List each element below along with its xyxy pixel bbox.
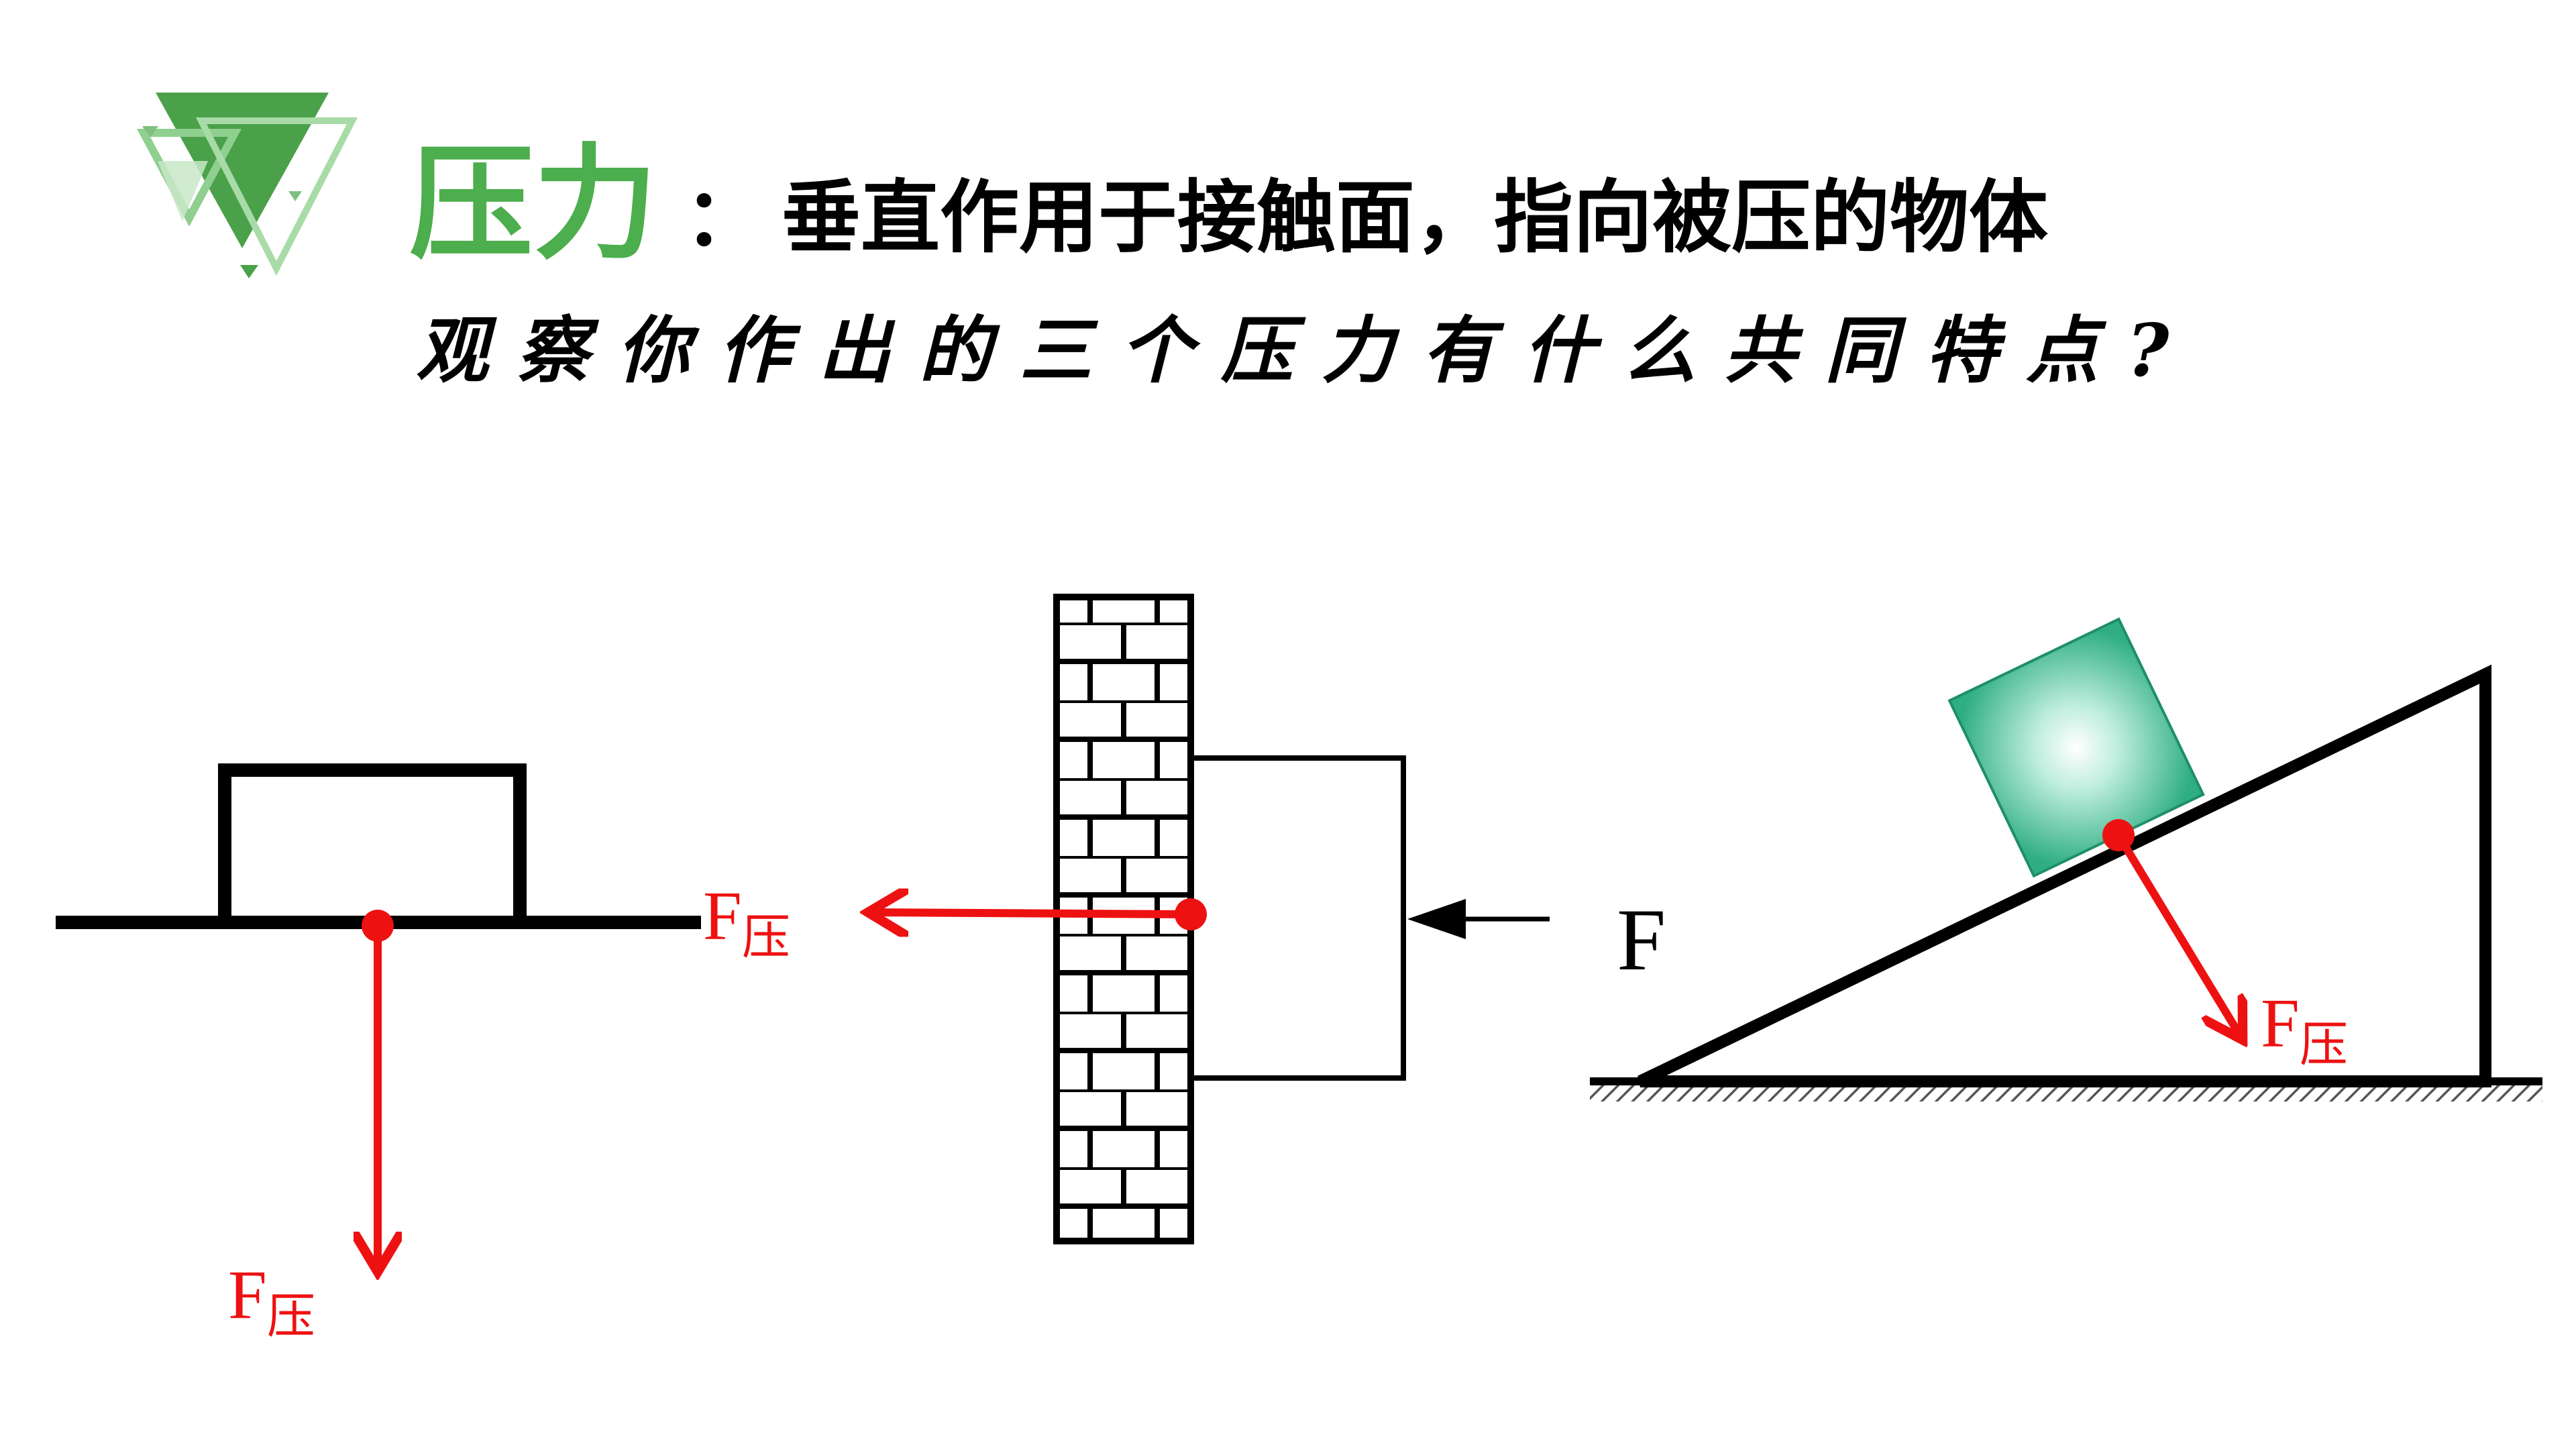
incline-force-symbol: F: [2261, 985, 2300, 1062]
incline-pressure-arrow: [2114, 833, 2241, 1036]
incline-wedge: [1638, 664, 2491, 1087]
title-definition: 垂直作用于接触面，指向被压的物体: [782, 171, 2048, 264]
wall-contact-point: [1175, 898, 1207, 930]
floor-contact-point: [362, 910, 394, 942]
wall-force-symbol: F: [703, 877, 742, 955]
floor-block: [218, 763, 527, 929]
incline-diagram: F压: [1590, 617, 2542, 1102]
wall-pressure-arrow: [872, 912, 1191, 914]
title-term: 压力: [409, 131, 657, 276]
wall-force-label: F压: [703, 877, 790, 965]
incline-contact-point: [2102, 819, 2135, 851]
wall-force-subscript: 压: [742, 909, 790, 965]
question-text: 观察你作出的三个压力有什么共同特点?: [416, 309, 2197, 393]
incline-force-subscript: 压: [2300, 1016, 2348, 1073]
floor-force-subscript: 压: [267, 1288, 315, 1344]
brick-wall: [1053, 594, 1194, 1244]
floor-diagram: F压: [56, 763, 701, 1344]
floor-force-symbol: F: [228, 1256, 267, 1334]
title-separator: ：: [684, 171, 763, 264]
green-triangles-icon: [136, 93, 358, 278]
push-force-label: F: [1617, 890, 1666, 989]
floor-force-label: F压: [228, 1256, 315, 1344]
push-arrow-icon: [1407, 899, 1466, 939]
incline-force-label: F压: [2261, 985, 2348, 1073]
wall-block: [1191, 755, 1406, 1081]
wall-diagram: F F压: [703, 594, 1666, 1244]
